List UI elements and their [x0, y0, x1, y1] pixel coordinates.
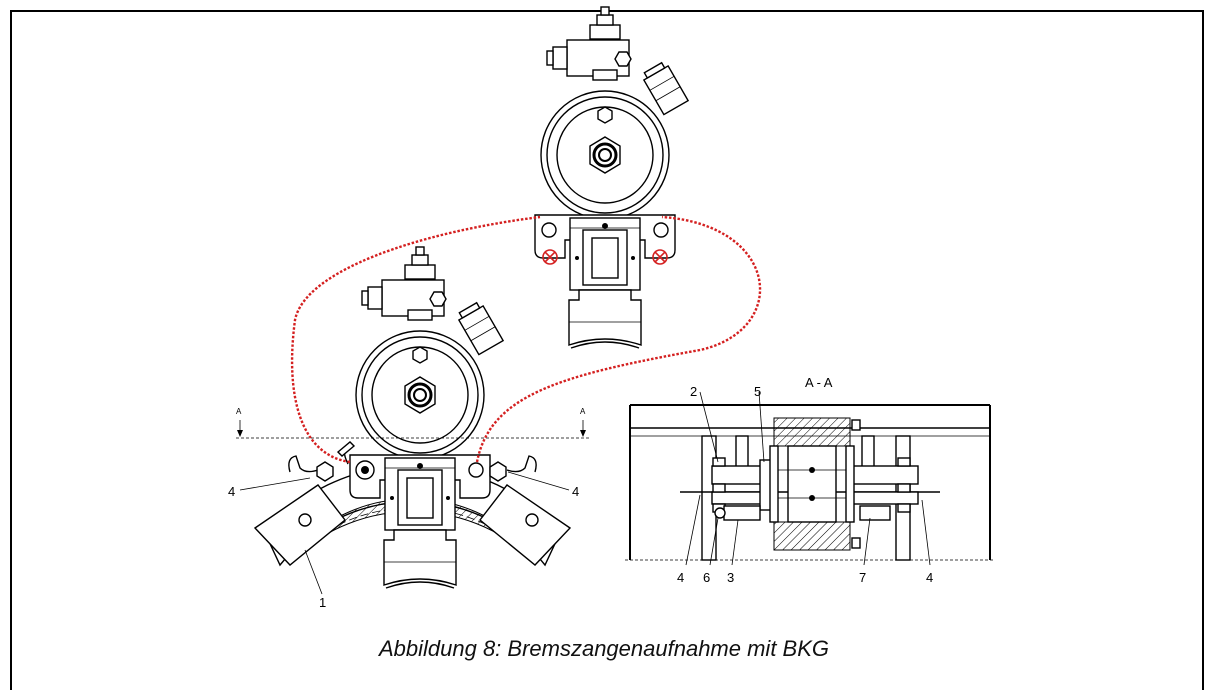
- label-4-section-right: 4: [926, 570, 933, 585]
- brake-shoe-right-mount: [479, 455, 572, 566]
- brake-unit-upper: [533, 5, 690, 350]
- cross-marker-right: [652, 249, 668, 265]
- figure-caption: Abbildung 8: Bremszangenaufnahme mit BKG: [378, 636, 830, 661]
- section-line-a: A A: [236, 407, 590, 439]
- brake-shoe-left-mount: [253, 455, 346, 566]
- cable-path-right: [475, 215, 762, 463]
- cable-path-left: [290, 215, 541, 464]
- label-7: 7: [859, 570, 866, 585]
- label-3: 3: [727, 570, 734, 585]
- section-marker-right: A: [580, 407, 586, 416]
- section-view-a-a: A - A: [625, 375, 995, 585]
- label-2: 2: [690, 384, 697, 399]
- label-6: 6: [703, 570, 710, 585]
- label-5: 5: [754, 384, 761, 399]
- label-4-right: 4: [572, 484, 579, 499]
- label-4-section-left: 4: [677, 570, 684, 585]
- left-view-labels: 4 4 1: [228, 471, 579, 610]
- section-marker-left: A: [236, 407, 242, 416]
- brake-unit-lower: [316, 245, 507, 590]
- label-4-left: 4: [228, 484, 235, 499]
- section-title: A - A: [805, 375, 833, 390]
- cross-marker-left: [542, 249, 558, 265]
- label-1: 1: [319, 595, 326, 610]
